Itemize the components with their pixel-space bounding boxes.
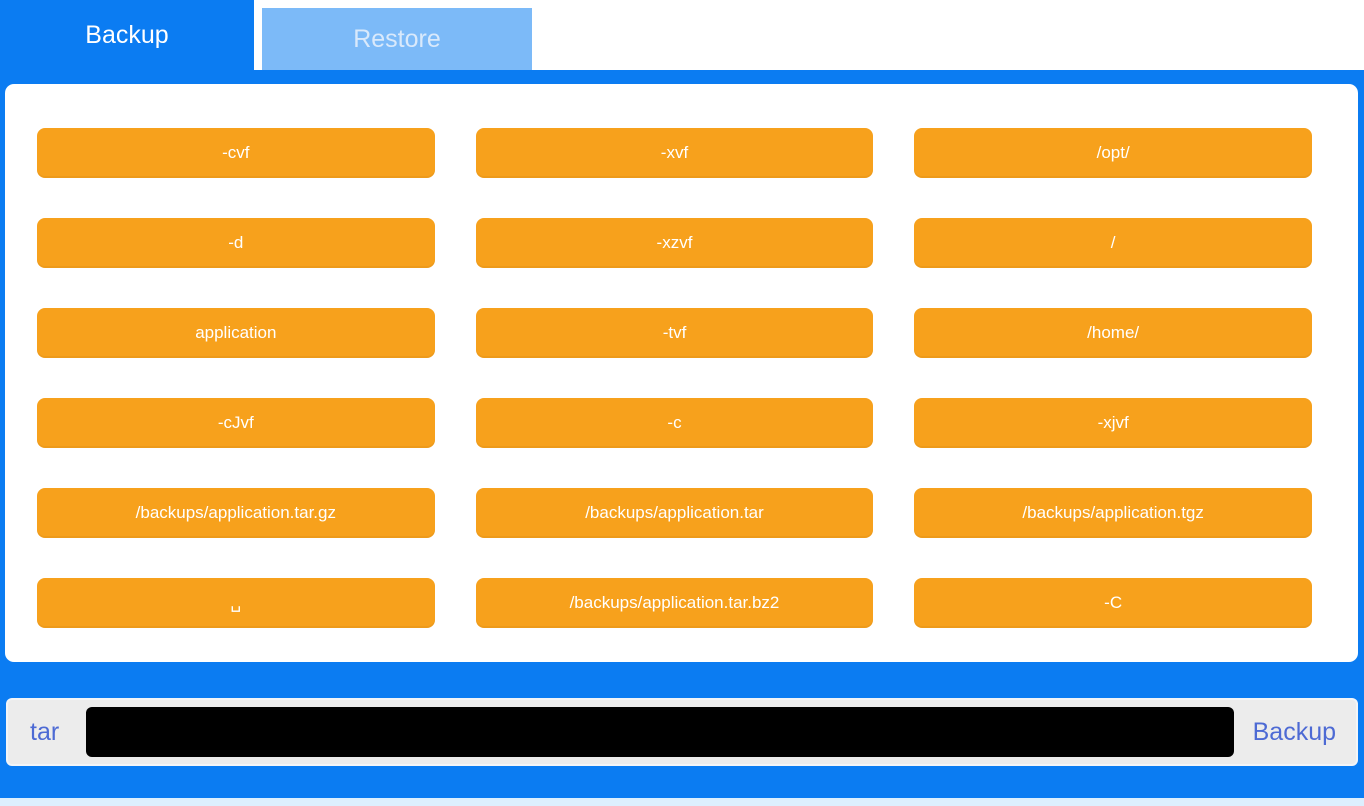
tile-backup-tar-bz2[interactable]: /backups/application.tar.bz2 [475,578,874,628]
command-input[interactable] [86,707,1234,757]
tile-backup-tgz[interactable]: /backups/application.tgz [914,488,1312,538]
tile-backup-tar-gz[interactable]: /backups/application.tar.gz [37,488,435,538]
tile-root-path[interactable]: / [914,218,1312,268]
tile-opt-path[interactable]: /opt/ [914,128,1312,178]
bottom-strip [0,798,1364,806]
tile-tvf[interactable]: -tvf [475,308,874,358]
tile-home-path[interactable]: /home/ [914,308,1312,358]
main-area: -cvf -xvf /opt/ -d -xzvf / application -… [0,70,1364,806]
command-prefix-label: tar [30,717,60,746]
tile-cJvf[interactable]: -cJvf [37,398,435,448]
tile-d[interactable]: -d [37,218,435,268]
command-bar: tar Backup [8,700,1356,764]
tile-c[interactable]: -c [475,398,874,448]
tab-bar: Backup Restore [0,0,1364,70]
tile-panel: -cvf -xvf /opt/ -d -xzvf / application -… [5,84,1358,662]
tile-C[interactable]: -C [914,578,1312,628]
tab-backup[interactable]: Backup [0,0,254,70]
tile-xjvf[interactable]: -xjvf [914,398,1312,448]
tab-restore[interactable]: Restore [262,8,532,70]
tile-xzvf[interactable]: -xzvf [475,218,874,268]
tile-space[interactable]: ␣ [37,578,435,628]
tile-xvf[interactable]: -xvf [475,128,874,178]
tile-cvf[interactable]: -cvf [37,128,435,178]
tile-application[interactable]: application [37,308,435,358]
tile-backup-tar[interactable]: /backups/application.tar [475,488,874,538]
backup-submit-button[interactable]: Backup [1252,717,1336,746]
